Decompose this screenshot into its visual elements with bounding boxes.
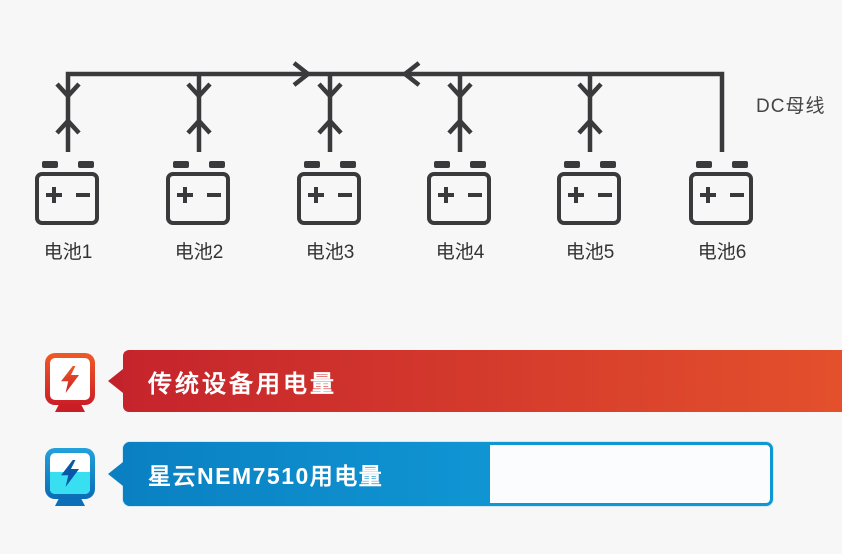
device-stand — [55, 405, 85, 412]
plus-minus-marks — [177, 187, 221, 203]
battery-terminals — [166, 161, 232, 168]
battery-icon — [689, 172, 753, 225]
terminal-cap — [78, 161, 94, 168]
nem7510-bar-label: 星云NEM7510用电量 — [148, 463, 384, 489]
terminal-cap — [600, 161, 616, 168]
left-pointer-notch — [108, 462, 123, 486]
device-screen — [50, 453, 90, 494]
battery-5: 电池5 — [557, 161, 623, 264]
battery-label: 电池4 — [435, 242, 485, 263]
battery-label: 电池2 — [174, 242, 224, 263]
device-stand — [55, 499, 85, 506]
traditional-bar-label: 传统设备用电量 — [148, 370, 337, 398]
lightning-bolt-icon — [60, 460, 79, 487]
terminal-cap — [470, 161, 486, 168]
battery-terminals — [689, 161, 755, 168]
lightning-bolt-icon — [60, 365, 79, 393]
terminal-cap — [696, 161, 712, 168]
terminal-cap — [434, 161, 450, 168]
terminal-cap — [340, 161, 356, 168]
battery-terminals — [427, 161, 493, 168]
battery-terminals — [35, 161, 101, 168]
plus-minus-marks — [438, 187, 482, 203]
battery-terminals — [297, 161, 363, 168]
terminal-cap — [209, 161, 225, 168]
terminal-cap — [564, 161, 580, 168]
traditional-power-icon — [45, 353, 95, 412]
nem7510-consumption-track: 星云NEM7510用电量 — [108, 442, 773, 506]
plus-minus-marks — [568, 187, 612, 203]
nem7510-consumption-fill: 星云NEM7510用电量 — [108, 442, 491, 506]
nem7510-power-icon — [45, 448, 95, 506]
left-pointer-notch — [108, 369, 123, 393]
battery-2: 电池2 — [166, 161, 232, 264]
battery-3: 电池3 — [297, 161, 363, 264]
battery-6: 电池6 — [689, 161, 755, 264]
battery-icon — [557, 172, 621, 225]
battery-terminals — [557, 161, 623, 168]
terminal-cap — [173, 161, 189, 168]
bus-current-arrows — [292, 61, 421, 87]
dc-bus-label: DC母线 — [756, 96, 826, 117]
battery-label: 电池3 — [305, 242, 355, 263]
plus-minus-marks — [308, 187, 352, 203]
plus-minus-marks — [700, 187, 744, 203]
battery-label: 电池6 — [697, 242, 747, 263]
battery-icon — [166, 172, 230, 225]
battery-icon — [35, 172, 99, 225]
terminal-cap — [304, 161, 320, 168]
battery-4: 电池4 — [427, 161, 493, 264]
plus-minus-marks — [46, 187, 90, 203]
battery-label: 电池5 — [565, 242, 615, 263]
terminal-cap — [732, 161, 748, 168]
battery-1: 电池1 — [35, 161, 101, 264]
battery-label: 电池1 — [43, 242, 93, 263]
terminal-cap — [42, 161, 58, 168]
device-screen — [50, 358, 90, 400]
battery-icon — [427, 172, 491, 225]
flow-arrows — [55, 82, 603, 135]
traditional-consumption-bar: 传统设备用电量 — [108, 350, 842, 412]
dc-bus-diagram — [55, 61, 725, 152]
battery-icon — [297, 172, 361, 225]
charge-level-fill — [50, 472, 90, 494]
bus-and-connector-lines — [65, 71, 725, 152]
